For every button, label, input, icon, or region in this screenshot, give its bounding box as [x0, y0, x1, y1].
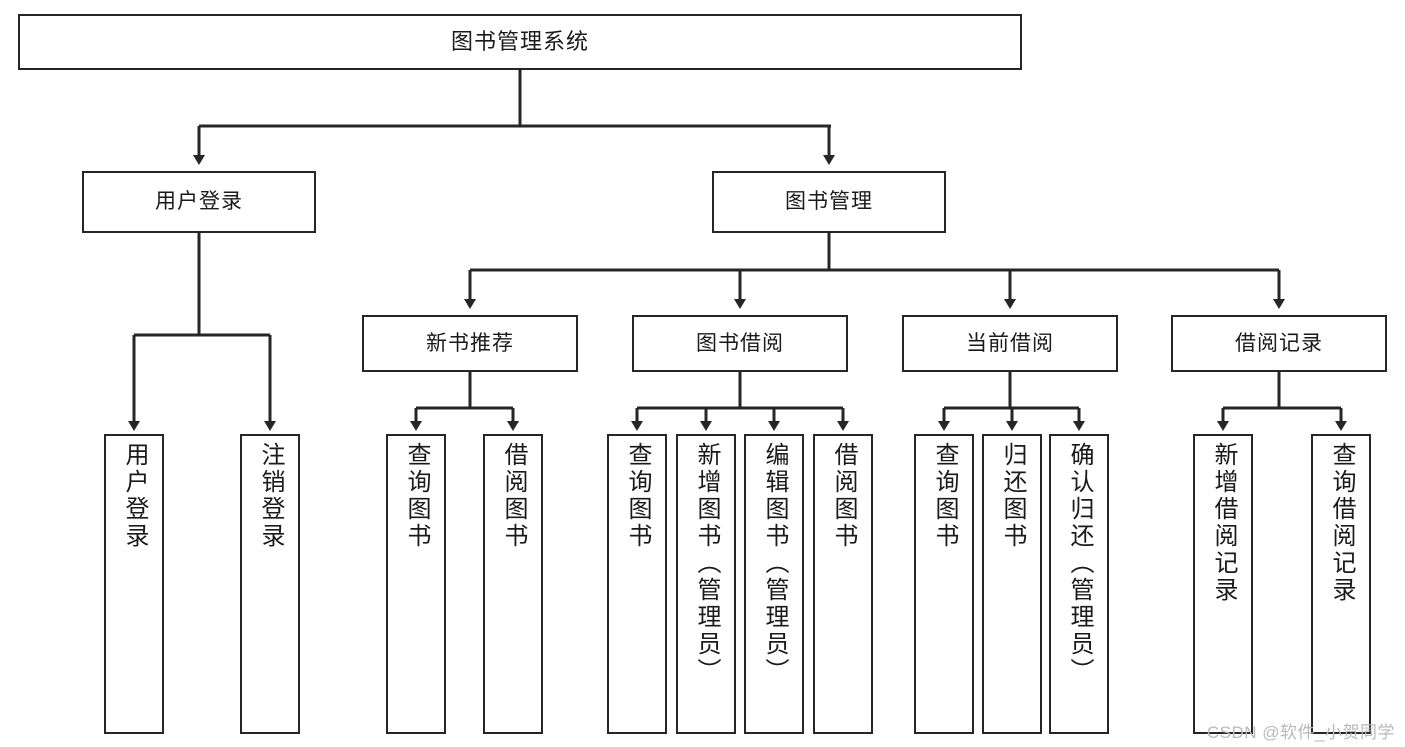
node-label: 新增借阅记录	[1209, 442, 1237, 604]
node-new-book-recommend[interactable]: 新书推荐	[362, 315, 578, 372]
node-user-login[interactable]: 用户登录	[82, 171, 316, 233]
leaf-add-book-admin[interactable]: 新增图书（管理员）	[676, 434, 736, 734]
leaf-confirm-return-admin[interactable]: 确认归还（管理员）	[1049, 434, 1109, 734]
node-root-system[interactable]: 图书管理系统	[18, 14, 1022, 70]
node-label: 编辑图书（管理员）	[760, 442, 788, 685]
node-label: 图书管理	[785, 190, 873, 214]
leaf-query-book-current[interactable]: 查询图书	[914, 434, 974, 734]
node-label: 新增图书（管理员）	[692, 442, 720, 685]
node-book-borrow[interactable]: 图书借阅	[632, 315, 848, 372]
node-label: 归还图书	[998, 442, 1026, 550]
node-label: 查询借阅记录	[1327, 442, 1355, 604]
node-label: 查询图书	[402, 442, 430, 550]
leaf-return-book[interactable]: 归还图书	[982, 434, 1042, 734]
leaf-user-login[interactable]: 用户登录	[104, 434, 164, 734]
node-label: 查询图书	[623, 442, 651, 550]
leaf-query-book-rec[interactable]: 查询图书	[386, 434, 446, 734]
leaf-borrow-book[interactable]: 借阅图书	[813, 434, 873, 734]
leaf-query-book-borrow[interactable]: 查询图书	[607, 434, 667, 734]
node-label: 用户登录	[155, 190, 243, 214]
leaf-add-borrow-record[interactable]: 新增借阅记录	[1193, 434, 1253, 734]
leaf-edit-book-admin[interactable]: 编辑图书（管理员）	[744, 434, 804, 734]
node-label: 当前借阅	[966, 331, 1054, 355]
leaf-borrow-book-rec[interactable]: 借阅图书	[483, 434, 543, 734]
node-current-borrow[interactable]: 当前借阅	[902, 315, 1118, 372]
leaf-query-borrow-record[interactable]: 查询借阅记录	[1311, 434, 1371, 734]
node-label: 借阅图书	[499, 442, 527, 550]
node-label: 新书推荐	[426, 331, 514, 355]
leaf-logout[interactable]: 注销登录	[240, 434, 300, 734]
node-label: 注销登录	[256, 442, 284, 550]
node-label: 借阅记录	[1235, 331, 1323, 355]
node-label: 借阅图书	[829, 442, 857, 550]
node-borrow-record[interactable]: 借阅记录	[1171, 315, 1387, 372]
node-label: 图书借阅	[696, 331, 784, 355]
node-book-management[interactable]: 图书管理	[712, 171, 946, 233]
node-label: 查询图书	[930, 442, 958, 550]
node-label: 确认归还（管理员）	[1065, 442, 1093, 685]
node-label: 用户登录	[120, 442, 148, 550]
node-label: 图书管理系统	[450, 28, 589, 54]
